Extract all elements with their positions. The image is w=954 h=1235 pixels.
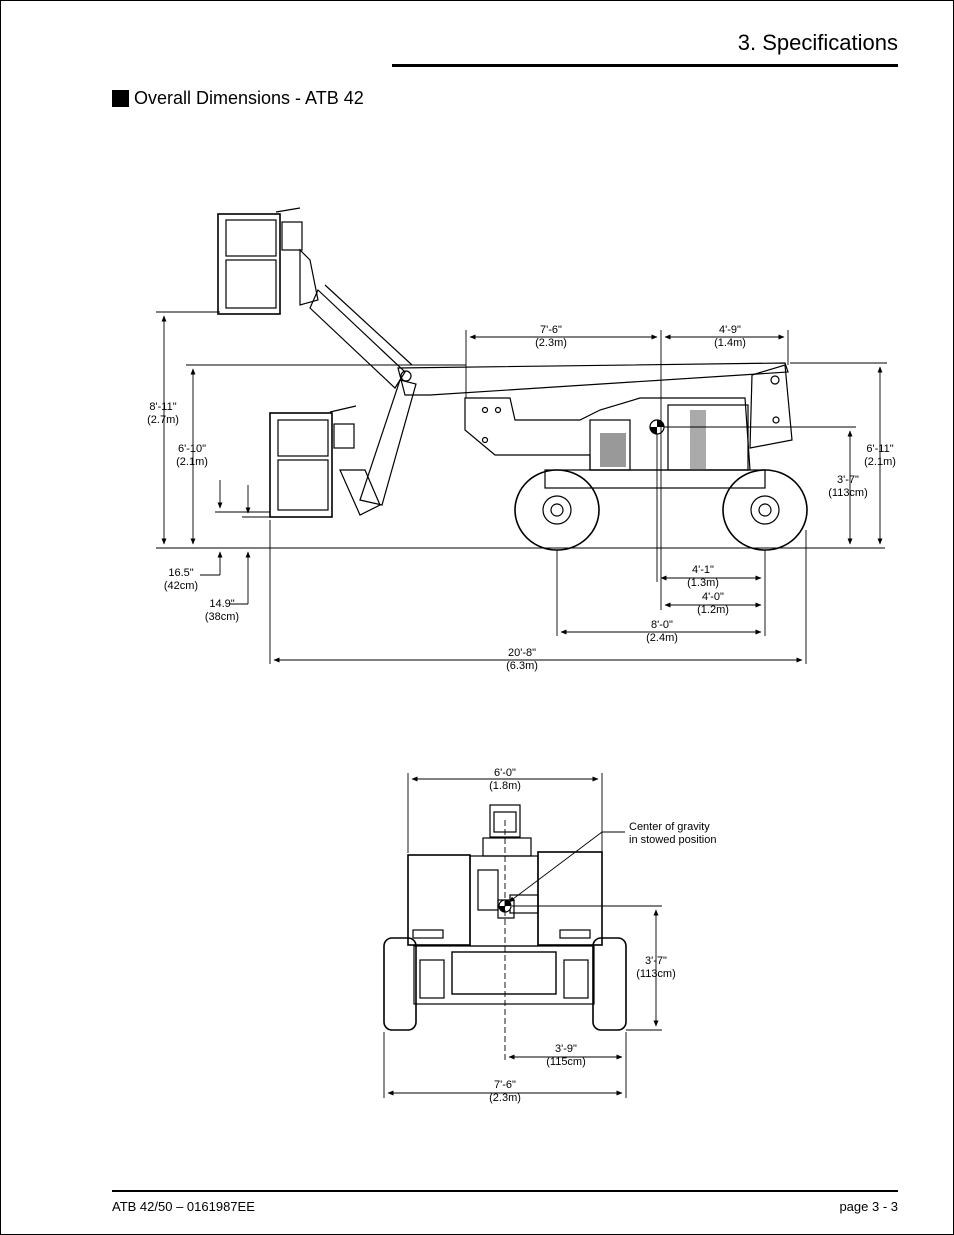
dim-6-10-label: 6'-10" (178, 443, 206, 455)
dim-6-0-metric: (1.8m) (489, 780, 521, 792)
dim-4-1-label: 4'-1" (692, 564, 714, 576)
dim-8-0-metric: (2.4m) (646, 632, 678, 644)
side-view-dimension-lines (156, 311, 887, 664)
dim-4-9-metric: (1.4m) (714, 337, 746, 349)
dim-3-9-label: 3'-9" (555, 1043, 577, 1055)
dim-4-9-label: 4'-9" (719, 324, 741, 336)
dim-20-8-label: 20'-8" (508, 647, 536, 659)
dim-6-0-label: 6'-0" (494, 767, 516, 779)
bullet-square-icon (112, 90, 129, 107)
rear-view-dimension-lines (383, 773, 662, 1098)
side-view-dimension-labels: 8'-11" (2.7m) 6'-10" (2.1m) 16.5" (42cm)… (147, 324, 896, 672)
dim-7-6-label: 7'-6" (540, 324, 562, 336)
cg-callout-line1: Center of gravity (629, 821, 710, 833)
footer-document-id: ATB 42/50 – 0161987EE (112, 1199, 255, 1214)
dim-8-11-metric: (2.7m) (147, 414, 179, 426)
title-rule (392, 64, 898, 67)
subsection-heading: Overall Dimensions - ATB 42 (112, 88, 364, 109)
dim-3-7-metric: (113cm) (828, 487, 868, 499)
dim-6-10-metric: (2.1m) (176, 456, 208, 468)
section-title: 3. Specifications (737, 30, 898, 55)
dim-4-0-metric: (1.2m) (697, 604, 729, 616)
dim-20-8-metric: (6.3m) (506, 660, 538, 672)
dim-7-6-rear-label: 7'-6" (494, 1079, 516, 1091)
dim-3-9-metric: (115cm) (546, 1056, 586, 1068)
side-view-machine (156, 207, 885, 551)
dim-14-9-metric: (38cm) (205, 611, 239, 623)
dim-6-11-metric: (2.1m) (864, 456, 896, 468)
dim-8-11-label: 8'-11" (149, 401, 176, 413)
dim-7-6-metric: (2.3m) (535, 337, 567, 349)
cg-callout-line2: in stowed position (629, 834, 716, 846)
footer-rule (112, 1190, 898, 1192)
dim-7-6-rear-metric: (2.3m) (489, 1092, 521, 1104)
footer-page-number: page 3 - 3 (839, 1199, 898, 1214)
dim-16-5-metric: (42cm) (164, 580, 198, 592)
rear-dim-3-7-label: 3'-7" (645, 955, 667, 967)
dim-4-1-metric: (1.3m) (687, 577, 719, 589)
dim-14-9-label: 14.9" (209, 598, 234, 610)
rear-dim-3-7-metric: (113cm) (636, 968, 676, 980)
dim-8-0-label: 8'-0" (651, 619, 673, 631)
dim-4-0-label: 4'-0" (702, 591, 724, 603)
dim-16-5-label: 16.5" (168, 567, 193, 579)
dim-3-7-label: 3'-7" (837, 474, 859, 486)
dim-6-11-label: 6'-11" (866, 443, 893, 455)
rear-view-dimension-labels: 6'-0" (1.8m) 3'-7" (113cm) 3'-9" (115cm)… (489, 767, 716, 1104)
subsection-title: Overall Dimensions - ATB 42 (134, 88, 364, 108)
